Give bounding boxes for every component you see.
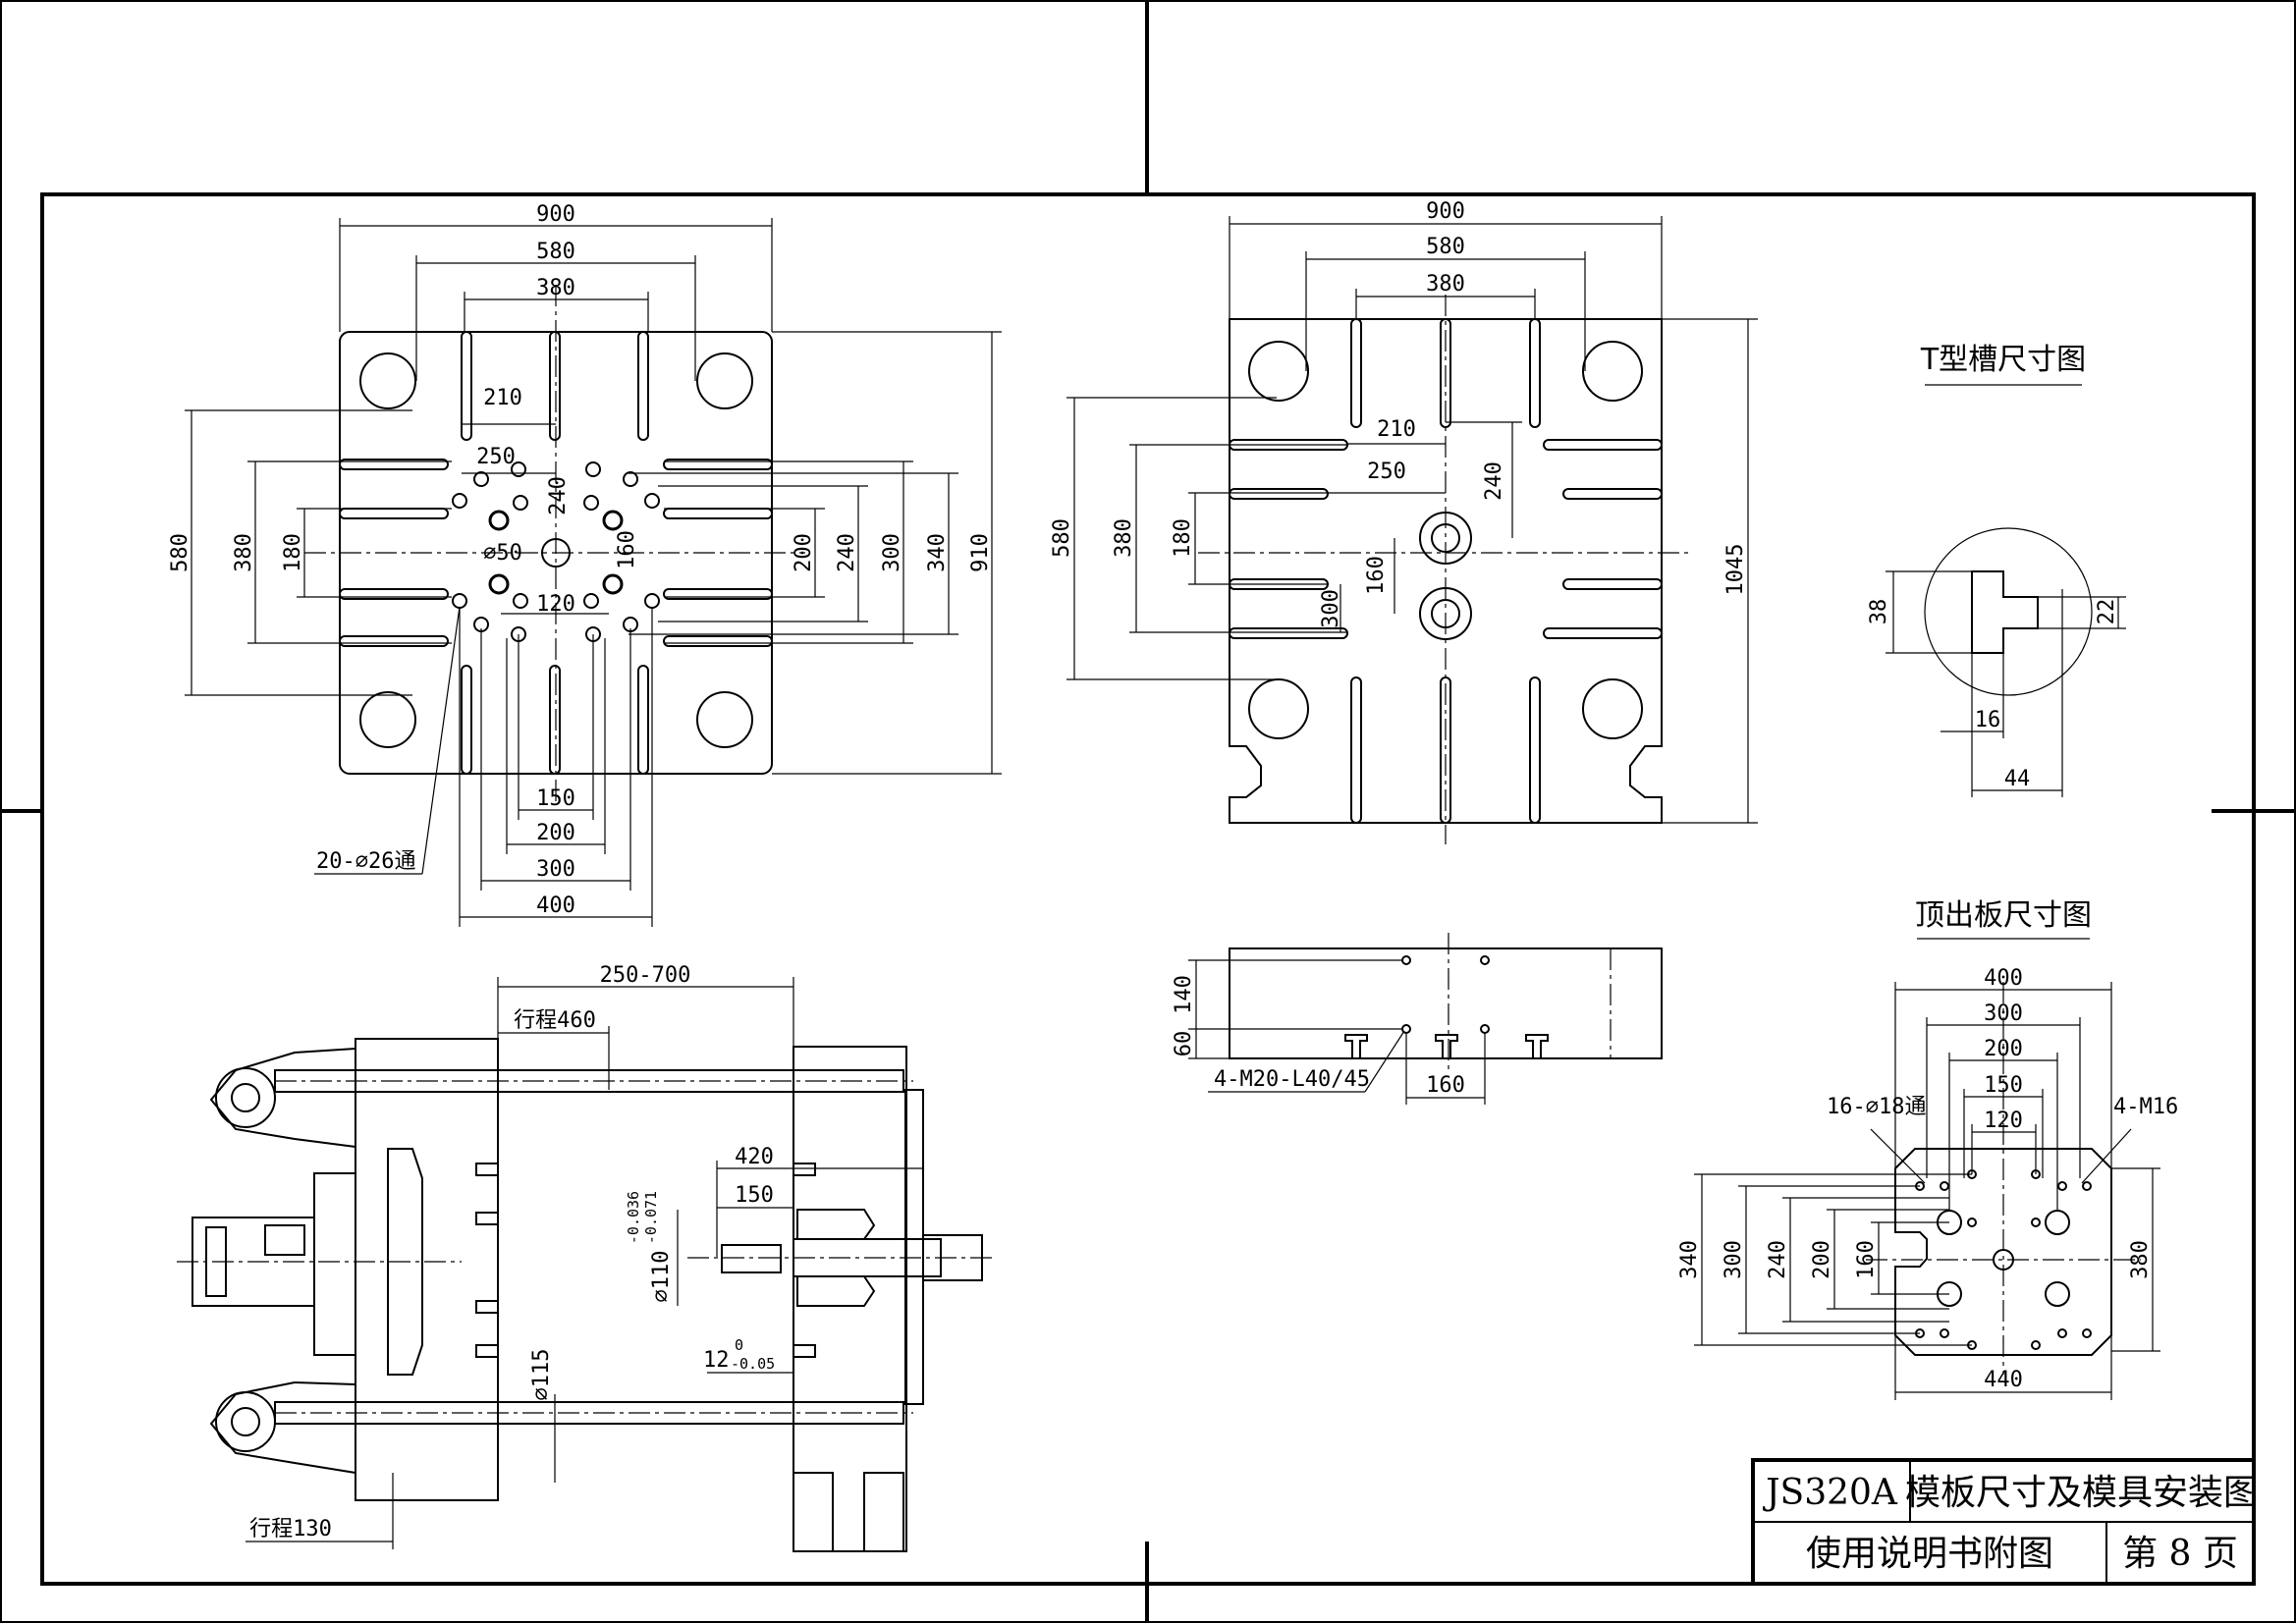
dim-200: 200 <box>1984 1037 2023 1061</box>
dim-right-240: 240 <box>835 533 859 572</box>
dim-160: 160 <box>615 530 639 569</box>
dim-240: 240 <box>546 476 571 515</box>
title-block: JS320A 模板尺寸及模具安装图 使用说明书附图 第 8 页 <box>1751 1458 2259 1586</box>
dim-210: 210 <box>483 386 522 410</box>
dim-900: 900 <box>1426 199 1465 224</box>
tol2-lower: -0.05 <box>731 1355 775 1373</box>
dim-380: 380 <box>1426 272 1465 297</box>
dim-16: 16 <box>1975 708 2001 732</box>
dim-right-910: 910 <box>968 533 993 572</box>
dim-dia110: ⌀110 <box>649 1251 674 1303</box>
dim-left-340: 340 <box>1677 1240 1702 1279</box>
dim-22: 22 <box>2095 599 2119 625</box>
dim-left-580: 580 <box>1050 518 1074 558</box>
dim-440: 440 <box>1984 1368 2023 1392</box>
dim-150: 150 <box>536 786 575 811</box>
page-number: 第 8 页 <box>2122 1534 2238 1574</box>
dim-420: 420 <box>735 1145 774 1169</box>
dim-38: 38 <box>1867 599 1891 625</box>
dim-150: 150 <box>735 1183 774 1208</box>
dim-stroke-130: 行程130 <box>249 1517 332 1542</box>
side-view: 250-700 行程460 420 150 ⌀110 -0.036 -0.071… <box>177 963 992 1552</box>
dim-right-200: 200 <box>792 533 816 572</box>
dim-60: 60 <box>1172 1031 1196 1057</box>
dim-250: 250 <box>1367 460 1406 484</box>
dim-250: 250 <box>476 445 516 469</box>
dim-right-300: 300 <box>880 533 904 572</box>
model-number: JS320A <box>1762 1473 1898 1513</box>
dim-160: 160 <box>1426 1073 1465 1098</box>
fixed-platen-view: 900 580 380 210 250 240 160 300 580 380 … <box>1050 199 1758 844</box>
dim-left-380: 380 <box>1112 518 1136 558</box>
tol-lower: -0.071 <box>642 1191 660 1244</box>
dim-120: 120 <box>1984 1109 2023 1133</box>
ejector-plate-view: 顶出板尺寸图 400 3 <box>1677 898 2178 1400</box>
moving-platen-view: 900 580 380 210 250 240 120 160 ⌀50 580 … <box>168 202 1002 927</box>
dim-120: 120 <box>536 592 575 617</box>
dim-580: 580 <box>536 240 575 264</box>
dim-right-1045: 1045 <box>1723 544 1748 596</box>
dim-400: 400 <box>1984 966 2023 991</box>
dim-300: 300 <box>1984 1001 2023 1026</box>
dim-left-200: 200 <box>1810 1240 1834 1279</box>
t-slot-title: T型槽尺寸图 <box>1920 343 2086 377</box>
callout-holes: 16-⌀18通 <box>1827 1095 1926 1119</box>
dim-210: 210 <box>1377 417 1416 442</box>
bolt-callout: 4-M20-L40/45 <box>1214 1067 1370 1092</box>
dim-300: 300 <box>536 857 575 882</box>
dim-200: 200 <box>536 821 575 845</box>
dim-380: 380 <box>536 276 575 300</box>
tol2-upper: 0 <box>735 1336 743 1354</box>
dim-left-300: 300 <box>1722 1240 1746 1279</box>
dim-dia50: ⌀50 <box>483 541 522 566</box>
callout-m16: 4-M16 <box>2113 1095 2178 1119</box>
ejector-plate-title: 顶出板尺寸图 <box>1915 898 2092 933</box>
tol-upper: -0.036 <box>625 1191 642 1244</box>
dim-900: 900 <box>536 202 575 227</box>
dim-150: 150 <box>1984 1073 2023 1098</box>
dim-right-380: 380 <box>2128 1240 2153 1279</box>
dim-580: 580 <box>1426 235 1465 259</box>
dim-140: 140 <box>1172 975 1196 1014</box>
dim-left-160: 160 <box>1854 1240 1879 1279</box>
manual-appendix: 使用说明书附图 <box>1806 1534 2053 1574</box>
dim-44: 44 <box>2004 767 2031 791</box>
dim-left-580: 580 <box>168 533 192 572</box>
t-slot-detail: T型槽尺寸图 38 22 16 44 <box>1867 343 2126 797</box>
hole-callout: 20-⌀26通 <box>316 849 415 874</box>
tie-bar-hole-icon <box>1248 341 1643 739</box>
dim-stroke-460: 行程460 <box>514 1008 596 1033</box>
section-plate-view: 140 60 160 4-M20-L40/45 <box>1172 933 1663 1105</box>
dim-dia115: ⌀115 <box>529 1349 554 1401</box>
dim-300: 300 <box>1319 589 1343 628</box>
dim-right-340: 340 <box>925 533 950 572</box>
dim-left-180: 180 <box>1171 518 1195 558</box>
dim-left-180: 180 <box>281 533 305 572</box>
mounting-hole-icon <box>452 461 660 642</box>
dim-left-380: 380 <box>232 533 256 572</box>
dim-160: 160 <box>1364 556 1389 595</box>
dim-250-700: 250-700 <box>600 963 691 988</box>
tie-bar-hole-icon <box>359 352 753 748</box>
dim-400: 400 <box>536 893 575 918</box>
dim-left-240: 240 <box>1766 1240 1790 1279</box>
dim-12: 12 <box>703 1348 730 1373</box>
dim-240: 240 <box>1482 461 1506 501</box>
drawing-title: 模板尺寸及模具安装图 <box>1905 1473 2259 1513</box>
